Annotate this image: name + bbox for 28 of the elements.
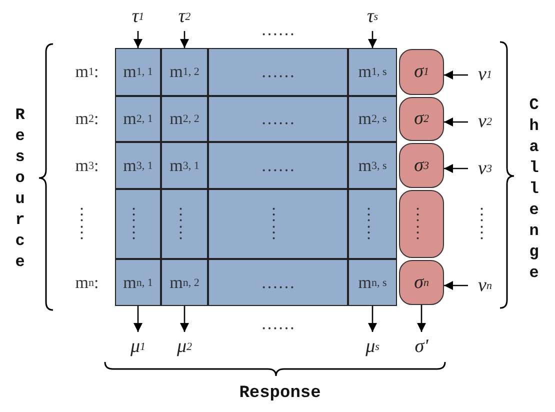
matrix-cell: ……	[208, 142, 348, 189]
arrow	[180, 306, 189, 332]
matrix-cell: ……	[208, 259, 348, 306]
ellipsis: ……	[76, 205, 97, 244]
arrow	[444, 70, 468, 80]
arrow	[368, 306, 377, 332]
arrow	[444, 164, 468, 173]
arrow	[134, 31, 142, 48]
arrow	[134, 306, 142, 332]
arrow	[368, 31, 377, 48]
side-label: Resource	[10, 105, 30, 276]
symbol-label: σ'	[399, 332, 444, 362]
matrix-cell: ……	[208, 96, 348, 142]
side-label: Challenge	[524, 94, 544, 286]
arrow	[417, 305, 426, 332]
side-label: Response	[238, 382, 322, 404]
matrix-cell: ……	[115, 189, 161, 259]
ellipsis: ……	[260, 19, 296, 41]
matrix-cell: ……	[208, 189, 348, 259]
arrow	[444, 118, 468, 126]
matrix-cell: ……	[161, 189, 208, 259]
matrix-cell: ……	[348, 189, 397, 259]
arrow	[180, 31, 189, 48]
arrow	[444, 281, 468, 290]
ellipsis: ……	[260, 313, 296, 335]
matrix-cell: ……	[208, 48, 348, 96]
ellipsis: ……	[476, 205, 497, 244]
challenge-box: ……	[399, 190, 444, 258]
